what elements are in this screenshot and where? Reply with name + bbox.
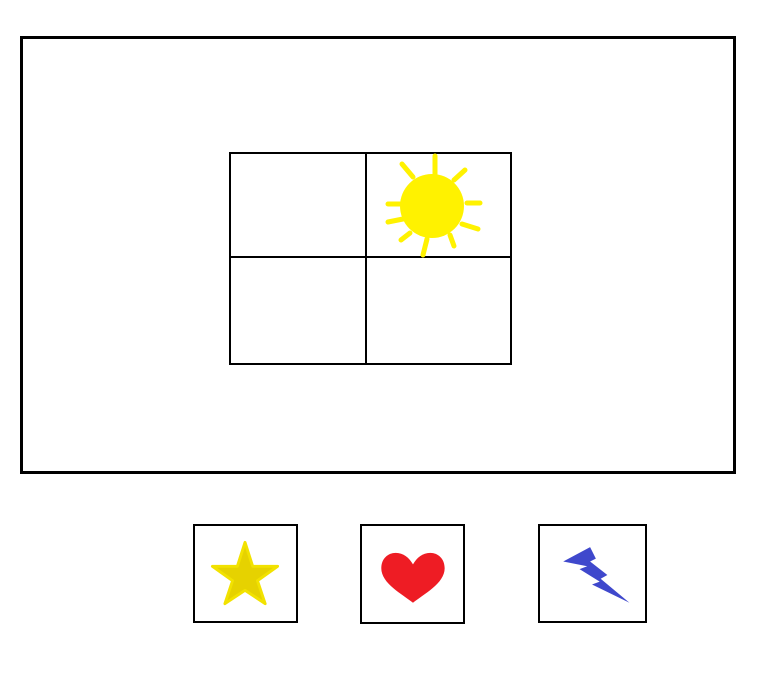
tray-item-heart[interactable] — [360, 524, 465, 624]
tray-item-lightning-bolt[interactable] — [538, 524, 647, 623]
puzzle-grid — [229, 152, 512, 365]
tray-item-star[interactable] — [193, 524, 298, 623]
grid-cell-bottom-left[interactable] — [231, 257, 366, 363]
heart-icon — [381, 552, 445, 603]
star-icon — [210, 540, 280, 606]
sun-icon — [385, 153, 483, 258]
grid-divider-vertical — [365, 154, 367, 363]
grid-divider-horizontal — [231, 256, 510, 258]
game-board-frame — [20, 36, 736, 474]
grid-cell-bottom-right[interactable] — [366, 257, 510, 363]
lightning-bolt-icon — [563, 547, 630, 603]
grid-cell-top-left[interactable] — [231, 154, 366, 257]
